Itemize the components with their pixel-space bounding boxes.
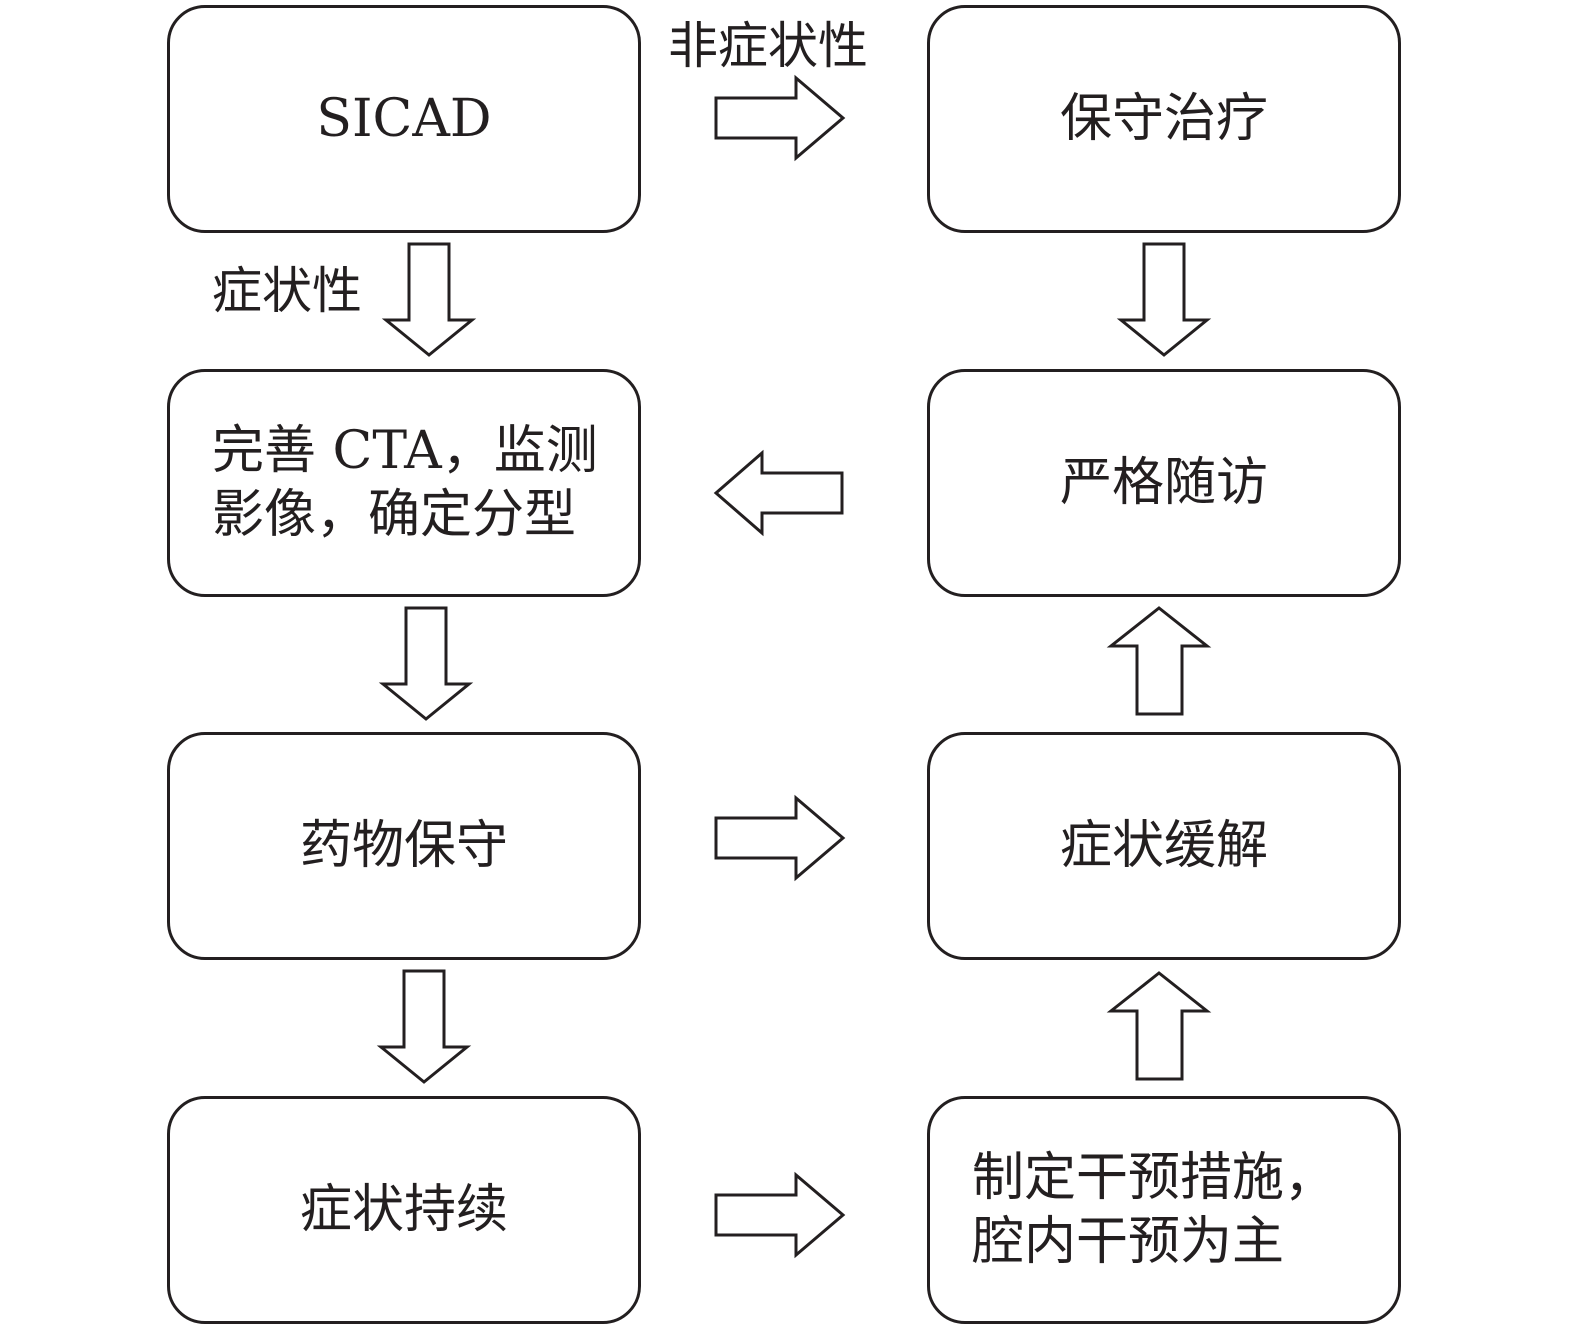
arrow-down-cta-to-drug [378,606,474,721]
arrow-right-drug-to-relief [714,794,846,882]
edge-label-symptomatic: 症状性 [212,262,362,320]
node-intervention-line2: 腔内干预为主 [972,1212,1285,1272]
arrow-right-sicad-to-conservative [714,74,846,162]
edge-label-non-symptomatic: 非症状性 [668,17,868,75]
arrow-left-followup-to-cta [713,449,844,537]
arrow-right-persist-to-intervention [714,1171,846,1259]
node-intervention: 制定干预措施， 腔内干预为主 [927,1096,1401,1324]
arrow-down-drug-to-persist [376,969,472,1084]
node-intervention-line1: 制定干预措施， [972,1148,1337,1208]
arrow-up-relief-to-followup [1106,606,1212,716]
node-intervention-text: 制定干预措施， 腔内干预为主 [972,1146,1336,1274]
node-drug-conservative-label: 药物保守 [299,816,508,876]
arrow-down-conservative-to-followup [1116,242,1212,357]
node-drug-conservative: 药物保守 [167,732,641,960]
node-conservative-treatment: 保守治疗 [927,5,1401,233]
node-symptom-persist: 症状持续 [167,1096,641,1324]
node-sicad: SICAD [167,5,641,233]
node-cta-line1: 完善 CTA，监测 [212,421,598,481]
arrow-up-intervention-to-relief [1106,971,1212,1081]
node-strict-followup-label: 严格随访 [1059,453,1268,513]
node-symptom-relief-label: 症状缓解 [1059,816,1268,876]
node-symptom-persist-label: 症状持续 [299,1180,508,1240]
node-conservative-treatment-label: 保守治疗 [1059,89,1268,149]
node-sicad-label: SICAD [316,89,492,149]
node-cta-line2: 影像，确定分型 [212,485,577,545]
node-symptom-relief: 症状缓解 [927,732,1401,960]
node-strict-followup: 严格随访 [927,369,1401,597]
arrow-down-sicad-to-cta [381,242,477,357]
node-cta-imaging-text: 完善 CTA，监测 影像，确定分型 [212,419,598,547]
node-cta-imaging: 完善 CTA，监测 影像，确定分型 [167,369,641,597]
